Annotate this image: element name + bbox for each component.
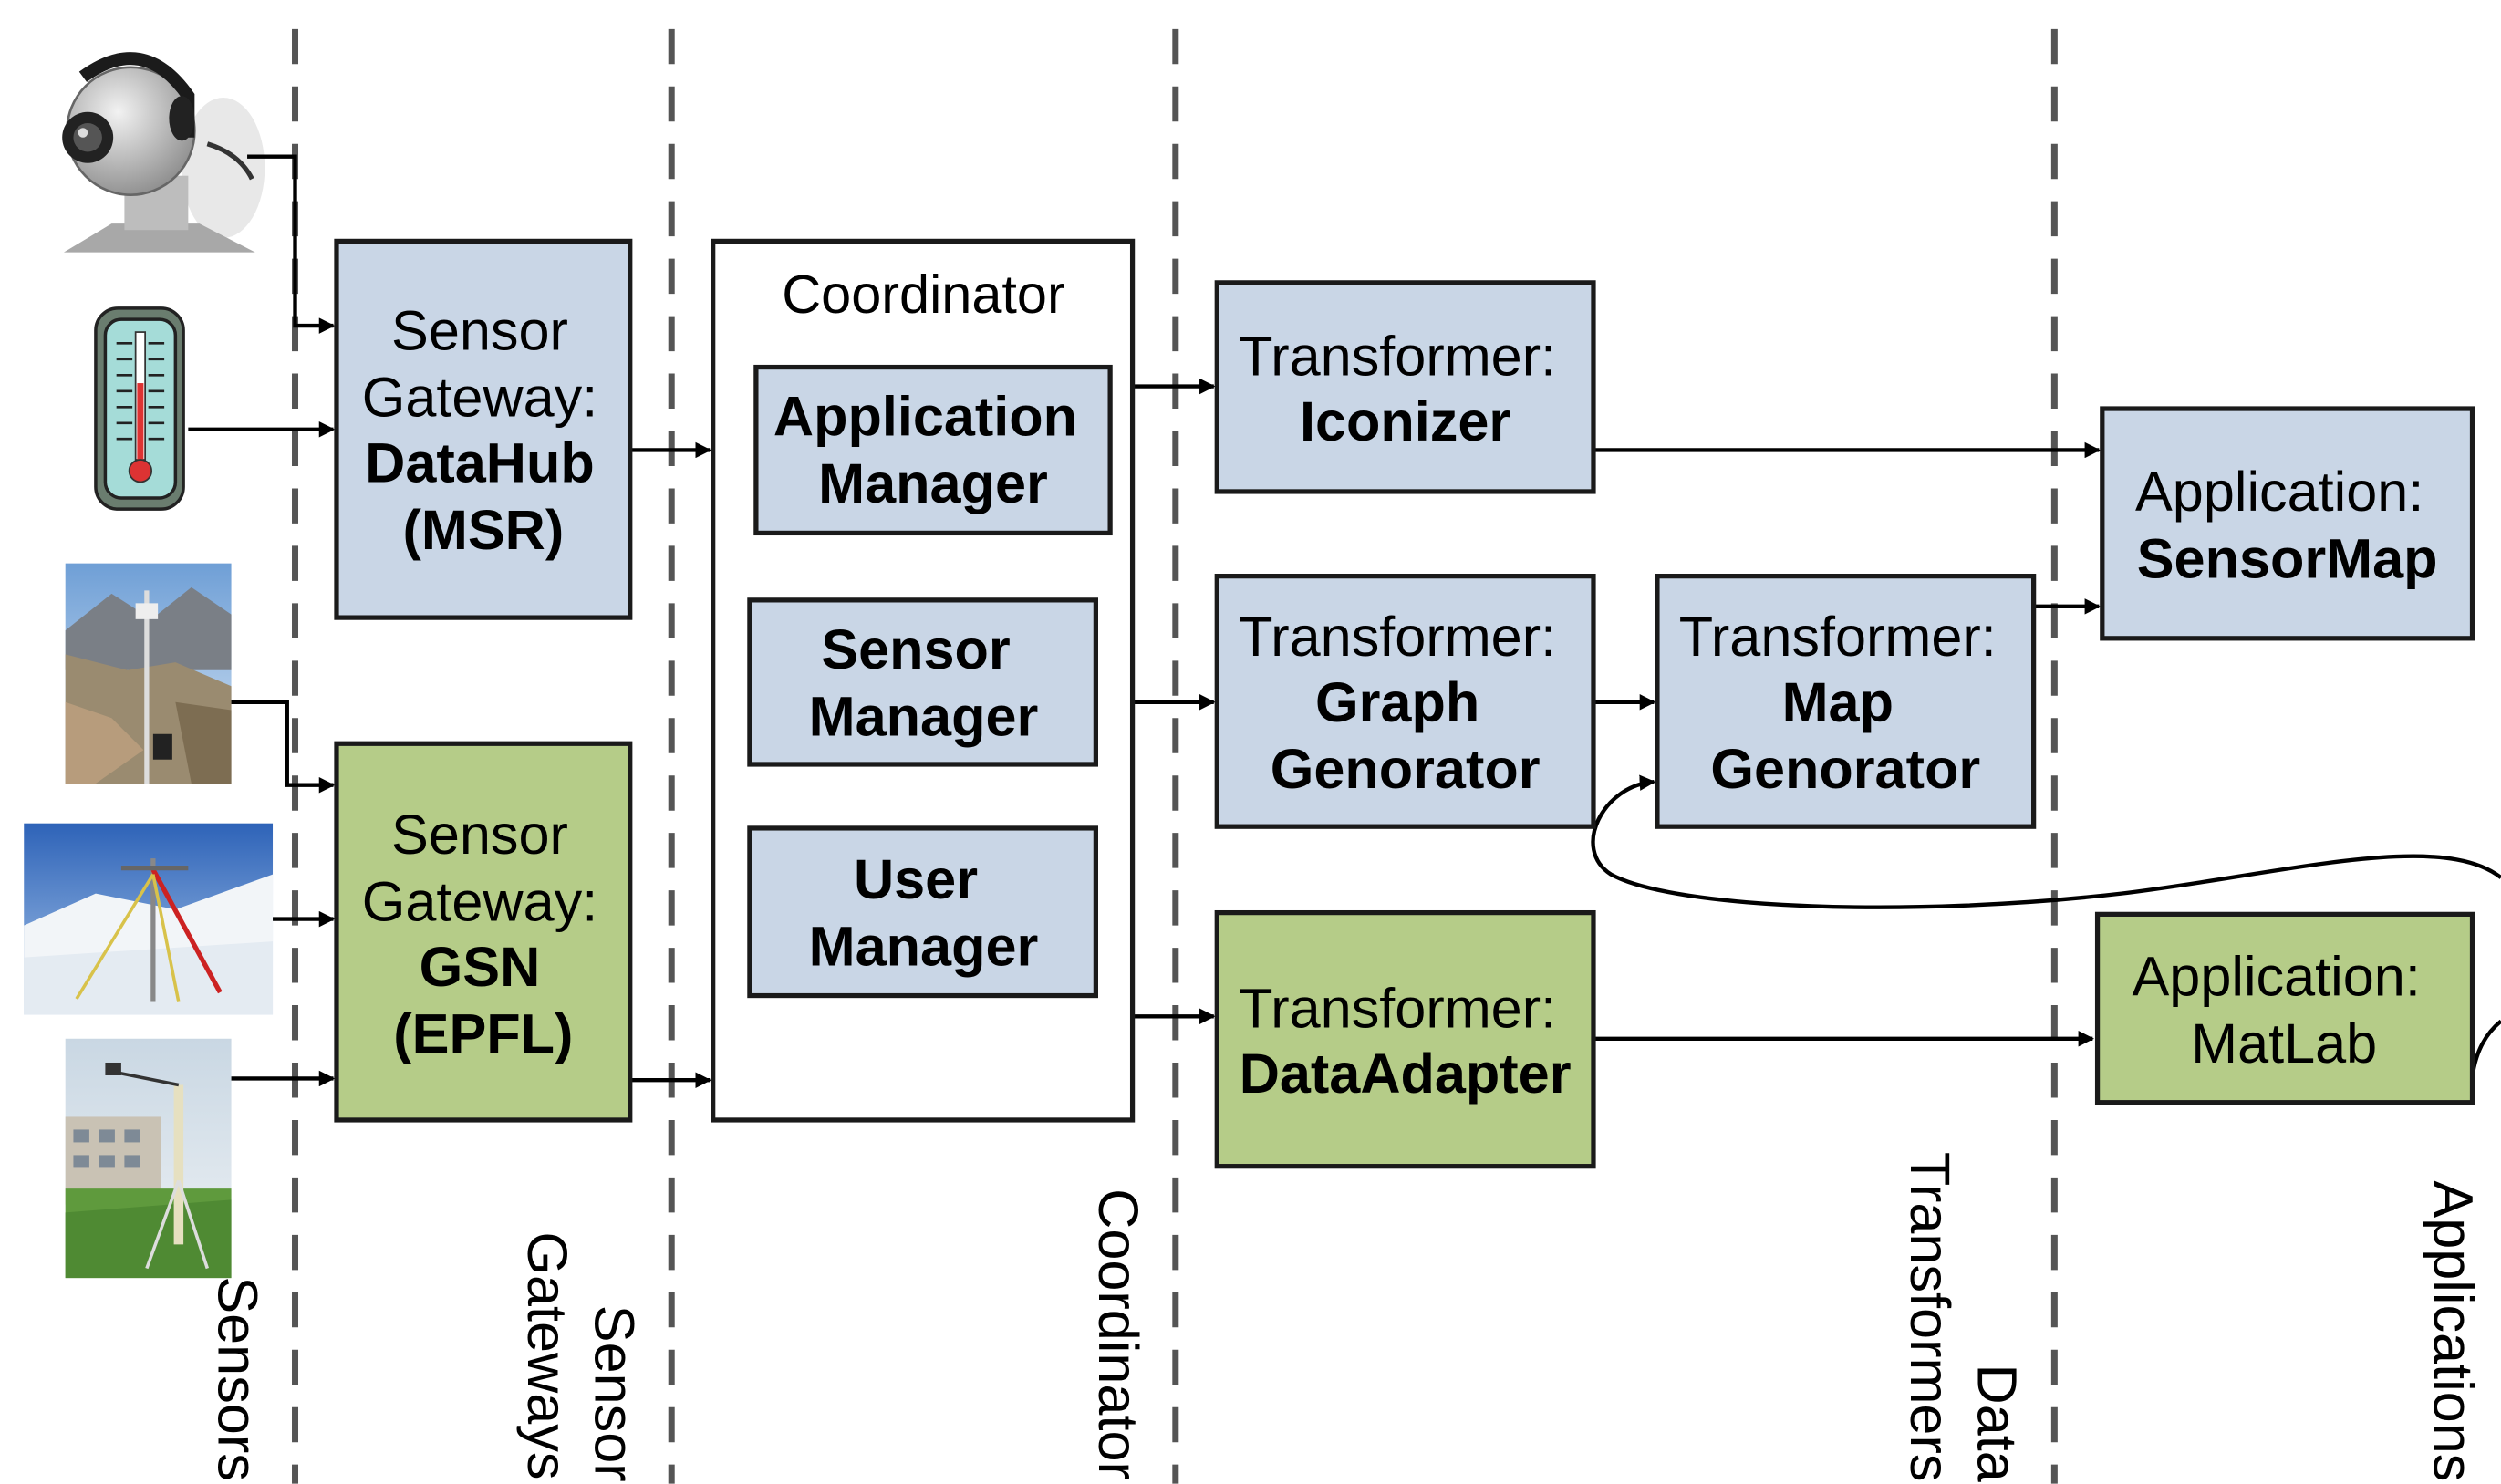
application-manager-box: Application Manager [753,364,1113,536]
gateway-gsn-label: Sensor Gateway: GSN (EPFL) [362,804,605,1065]
webcam-icon [62,52,265,253]
lane-label-coordinator: Coordinator [1087,1188,1149,1480]
app-sensormap-label: Application: SensorMap [2135,461,2439,589]
webcam-to-datahub-arrow [247,154,336,334]
user-manager-box: User Manager [747,825,1098,999]
transformer-graph-label: Transformer: Graph Genorator [1239,606,1572,800]
app-matlab-box: Application: MatLab [2094,911,2475,1105]
matlab-curve-stub [2470,1019,2501,1078]
rooftop-weather-station-photo [65,1038,232,1279]
lane-labels: Sensors Sensor Gateways Coordinator Data… [207,1152,2485,1483]
gateway-gsn-box: Sensor Gateway: GSN (EPFL) [334,741,633,1123]
lane-label-transformers-line1: Data [1966,1365,2028,1483]
lane-label-transformers-line2: Transformers [1899,1152,1961,1482]
application-manager-label: Application Manager [773,386,1093,514]
mountain-weather-station-photo [65,563,232,784]
transformer-map-label: Transformer: Map Genorator [1679,606,2012,800]
user-manager-label: User Manager [809,848,1039,977]
sensor-manager-label: Sensor Manager [809,618,1039,747]
mountain-to-gsn-arrow [231,700,336,794]
gateway-datahub-box: Sensor Gateway: DataHub (MSR) [334,238,633,620]
transformer-dataadapter-label: Transformer: DataAdapter [1239,978,1572,1105]
coordinator-title: Coordinator [782,264,1065,325]
transformer-iconizer-box: Transformer: Iconizer [1214,280,1596,494]
lane-label-gateways-line1: Sensor [583,1305,645,1482]
lane-label-sensors: Sensors [207,1276,269,1480]
coordinator-box: Coordinator Application Manager Sensor M… [711,238,1136,1123]
matlab-to-map-curve [1591,774,2501,909]
lane-label-applications: Applications [2423,1180,2485,1481]
transformer-map-box: Transformer: Map Genorator [1655,574,2037,829]
transformer-dataadapter-box: Transformer: DataAdapter [1214,909,1596,1169]
gateway-datahub-label: Sensor Gateway: DataHub (MSR) [362,299,605,561]
thermometer-icon [94,306,185,511]
app-matlab-label: Application: MatLab [2133,946,2436,1074]
lane-label-gateways-line2: Gateways [516,1231,578,1479]
transformer-iconizer-label: Transformer: Iconizer [1239,325,1572,452]
transformer-graph-box: Transformer: Graph Genorator [1214,574,1596,829]
snow-weather-station-photo [24,823,274,1015]
app-sensormap-box: Application: SensorMap [2100,406,2475,641]
sensor-manager-box: Sensor Manager [747,597,1098,767]
